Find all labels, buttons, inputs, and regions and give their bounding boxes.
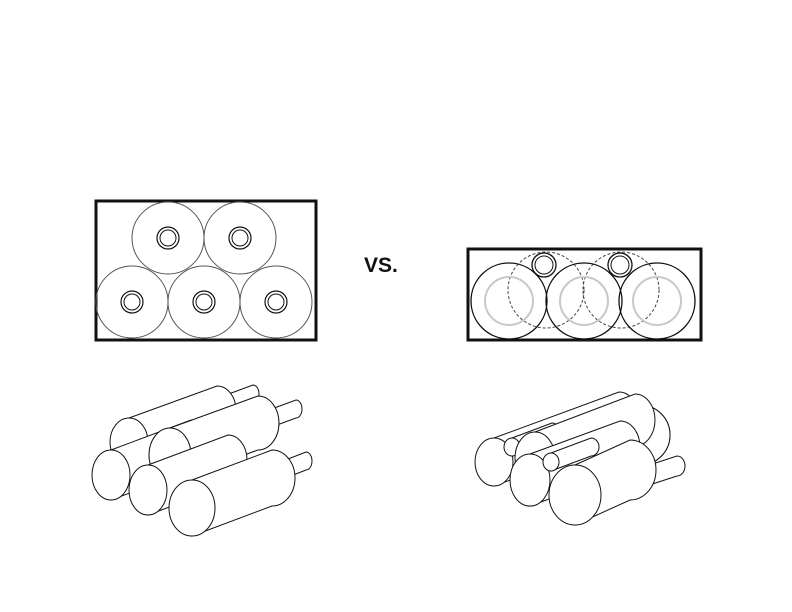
roll-end — [95, 265, 169, 339]
cylinder-end — [474, 437, 514, 487]
core-tube — [542, 437, 600, 472]
core-outer — [120, 290, 144, 314]
collapsed-roll — [548, 439, 657, 526]
roll-end — [239, 265, 313, 339]
roll-end — [131, 201, 205, 275]
core-outer — [156, 226, 180, 250]
roll — [168, 449, 296, 537]
original-size-ring — [632, 276, 682, 326]
tight-stack-end-view — [94, 199, 318, 342]
roll-end — [545, 262, 623, 340]
core-inner — [267, 293, 285, 311]
loose-stack-3d-view — [474, 391, 686, 526]
core-outer — [531, 252, 557, 278]
cylinder-end — [542, 452, 560, 472]
collapsed-roll-outline — [507, 251, 585, 329]
core-inner — [534, 255, 554, 275]
versus-label: VS. — [364, 254, 398, 277]
core-outer — [192, 290, 216, 314]
core-inner — [195, 293, 213, 311]
cylinder-end — [168, 479, 216, 537]
original-size-ring — [559, 276, 609, 326]
cylinder-body — [550, 437, 600, 472]
core-outer — [264, 290, 288, 314]
loose-stack-end-view — [466, 247, 703, 342]
collapsed-roll-outline — [582, 251, 660, 329]
container-box — [466, 247, 703, 342]
cylinder-end — [91, 449, 131, 501]
cylinder-end — [548, 464, 602, 526]
roll-end — [167, 265, 241, 339]
tight-stack-3d-view — [91, 384, 313, 537]
container-box — [94, 199, 318, 342]
core-inner — [123, 293, 141, 311]
original-size-ring — [484, 276, 534, 326]
cylinder-end — [509, 453, 551, 507]
roll-end — [618, 262, 696, 340]
cylinder-body — [191, 449, 296, 537]
core-outer — [228, 226, 252, 250]
core-inner — [610, 255, 630, 275]
cylinder-end — [128, 464, 168, 516]
core-outer — [607, 252, 633, 278]
core-inner — [231, 229, 249, 247]
roll-end — [470, 262, 548, 340]
roll-end — [203, 201, 277, 275]
core-inner — [159, 229, 177, 247]
